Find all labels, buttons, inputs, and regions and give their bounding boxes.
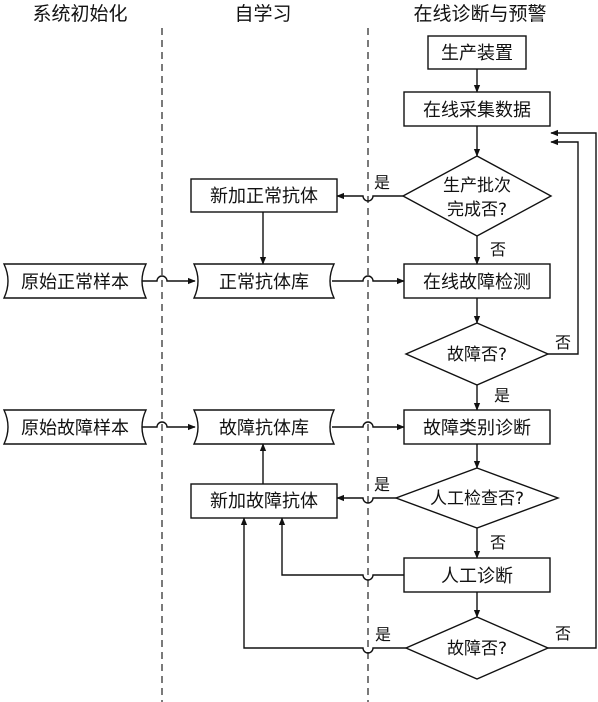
label-production-unit: 生产装置 (441, 43, 513, 64)
edge-label-fault1-yes: 是 (494, 386, 510, 405)
lane-header-learn: 自学习 (234, 3, 291, 25)
lane-header-init: 系统初始化 (32, 3, 127, 25)
label-batch-complete-2: 完成否? (447, 200, 507, 220)
label-online-collect: 在线采集数据 (423, 100, 531, 121)
edge-orig-normal-to-lib (142, 275, 196, 285)
label-normal-antibody-lib: 正常抗体库 (219, 272, 309, 293)
label-fault-q2: 故障否? (447, 639, 507, 659)
label-manual-check: 人工检查否? (430, 489, 524, 509)
edge-normal-lib-to-detect (332, 275, 405, 285)
edge-fault-lib-to-classify (332, 421, 405, 431)
edge-label-batch-yes: 是 (374, 173, 390, 192)
edge-label-check-no: 否 (490, 533, 506, 552)
edge-manual-diag-to-new-fault (278, 517, 404, 581)
label-batch-complete-1: 生产批次 (443, 176, 511, 196)
edge-fault1-no-loop (548, 138, 579, 355)
edge-label-batch-no: 否 (490, 240, 506, 259)
label-fault-antibody-lib: 故障抗体库 (219, 418, 309, 439)
node-normal-antibody-lib (192, 263, 336, 299)
label-new-fault-antibody: 新加故障抗体 (210, 491, 318, 512)
edge-check-yes (336, 494, 396, 504)
label-new-normal-antibody: 新加正常抗体 (210, 186, 318, 207)
edge-batch-yes (336, 192, 403, 202)
node-batch-complete (401, 155, 553, 237)
label-manual-diagnosis: 人工诊断 (441, 566, 513, 587)
node-fault-q2 (404, 616, 550, 680)
edge-label-check-yes: 是 (374, 475, 390, 494)
label-fault-classify: 故障类别诊断 (423, 418, 531, 439)
label-orig-fault-sample: 原始故障样本 (21, 418, 129, 439)
label-fault-q1: 故障否? (447, 345, 507, 365)
label-orig-normal-sample: 原始正常样本 (21, 272, 129, 293)
edge-label-fault2-yes: 是 (375, 625, 391, 644)
edge-label-fault1-no: 否 (555, 333, 571, 352)
node-orig-fault-sample (2, 409, 148, 445)
edge-fault2-yes (240, 517, 406, 654)
edge-fault2-no-loop (548, 129, 597, 649)
edge-label-fault2-no: 否 (555, 624, 571, 643)
label-online-detect: 在线故障检测 (423, 272, 531, 293)
node-fault-antibody-lib (192, 409, 336, 445)
node-orig-normal-sample (2, 263, 148, 299)
edge-orig-fault-to-lib (142, 421, 196, 431)
lane-header-online: 在线诊断与预警 (413, 3, 546, 25)
